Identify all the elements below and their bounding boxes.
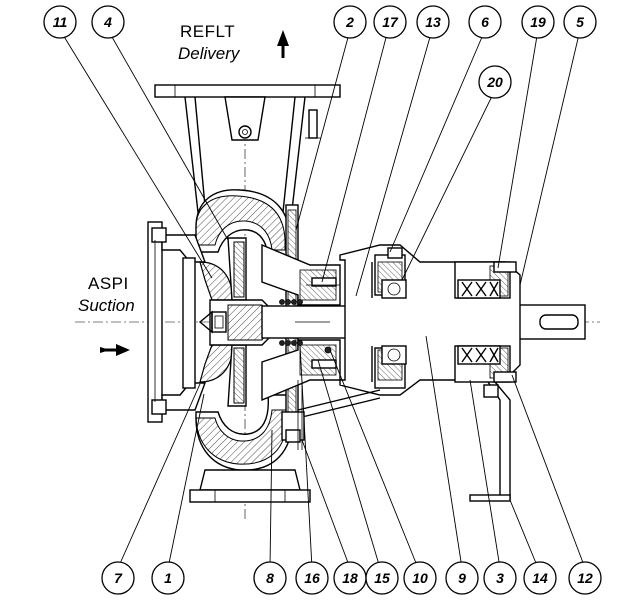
- inlet-label-sub: Suction: [78, 296, 135, 315]
- outlet-label-main: REFLT: [180, 22, 236, 41]
- svg-text:16: 16: [304, 570, 320, 586]
- suction-flange: [147, 221, 207, 423]
- callout-c2: 2: [333, 5, 367, 39]
- svg-text:5: 5: [576, 14, 584, 30]
- svg-text:14: 14: [532, 570, 548, 586]
- mechanical-seal: [279, 299, 303, 346]
- callout-c10: 10: [403, 561, 437, 595]
- svg-text:7: 7: [114, 570, 123, 586]
- callout-c3: 3: [483, 561, 517, 595]
- inboard-bearing: [381, 279, 407, 365]
- callout-c4: 4: [91, 5, 125, 39]
- callout-c1: 1: [151, 561, 185, 595]
- svg-text:6: 6: [481, 14, 489, 30]
- callout-c5: 5: [563, 5, 597, 39]
- suction-arrow-icon: [100, 344, 130, 356]
- svg-text:10: 10: [412, 570, 428, 586]
- svg-text:9: 9: [458, 570, 466, 586]
- svg-text:3: 3: [496, 570, 504, 586]
- bearing-bracket: [339, 244, 521, 396]
- svg-text:12: 12: [577, 570, 593, 586]
- callout-leaders: [59, 29, 586, 569]
- callout-c17: 17: [373, 5, 407, 39]
- svg-text:4: 4: [103, 14, 112, 30]
- callout-c8: 8: [253, 561, 287, 595]
- callout-c13: 13: [416, 5, 450, 39]
- callout-c11: 11: [43, 5, 77, 39]
- svg-text:18: 18: [342, 570, 358, 586]
- casing-support-strut: [281, 346, 381, 450]
- inlet-label-main: ASPI: [88, 274, 129, 293]
- callout-c16: 16: [295, 561, 329, 595]
- svg-text:2: 2: [345, 14, 354, 30]
- impeller: [198, 237, 273, 407]
- svg-text:13: 13: [425, 14, 441, 30]
- callout-c9: 9: [445, 561, 479, 595]
- outboard-bearing: [457, 279, 501, 365]
- callout-c14: 14: [523, 561, 557, 595]
- svg-text:15: 15: [374, 570, 390, 586]
- callout-c20: 20: [478, 65, 512, 99]
- svg-text:20: 20: [486, 74, 503, 90]
- callout-c12: 12: [568, 561, 602, 595]
- discharge-flange: [154, 84, 341, 231]
- bracket-support-foot: [469, 381, 511, 502]
- svg-text:19: 19: [530, 14, 546, 30]
- callout-c6: 6: [468, 5, 502, 39]
- callout-c18: 18: [333, 561, 367, 595]
- volute-casing: [189, 189, 311, 503]
- outlet-label-sub: Delivery: [178, 44, 240, 63]
- svg-text:8: 8: [266, 570, 274, 586]
- callout-c7: 7: [101, 561, 135, 595]
- svg-text:17: 17: [382, 14, 399, 30]
- delivery-arrow-icon: [277, 30, 289, 58]
- callout-c19: 19: [521, 5, 555, 39]
- svg-text:11: 11: [53, 14, 68, 30]
- callout-c15: 15: [365, 561, 399, 595]
- svg-text:1: 1: [164, 570, 172, 586]
